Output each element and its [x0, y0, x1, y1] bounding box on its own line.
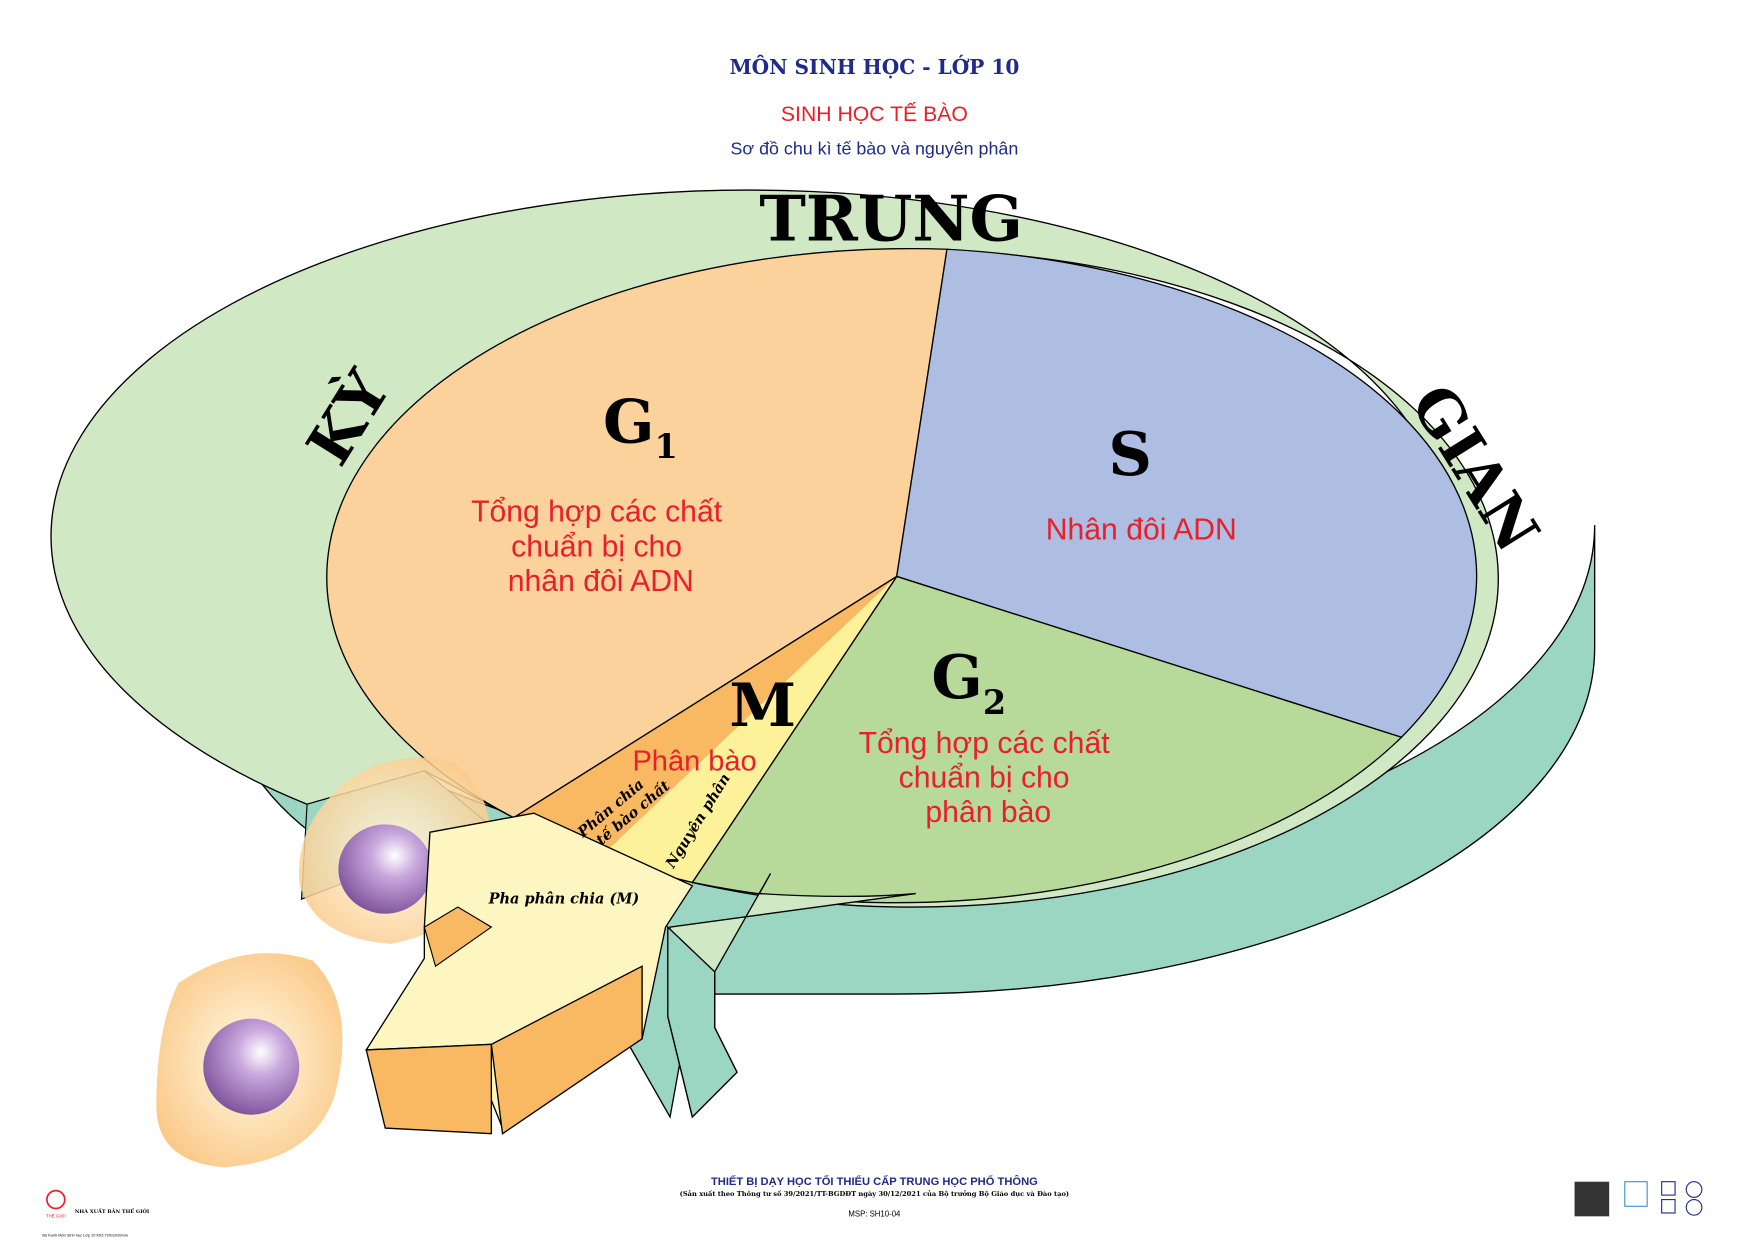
footer-title: THIẾT BỊ DẠY HỌC TỐI THIỂU CẤP TRUNG HỌC… — [711, 1174, 1038, 1188]
svg-text:THẾ GIỚI: THẾ GIỚI — [46, 1212, 66, 1218]
product-code: MSP: SH10-04 — [848, 1209, 901, 1218]
topic-title: SINH HỌC TẾ BÀO — [781, 101, 968, 126]
print-info: Bộ tranh Môn Sinh học Lớp 10 Khổ 720x102… — [42, 1232, 128, 1237]
qr-code — [1574, 1181, 1610, 1217]
certification-logos — [1624, 1181, 1703, 1216]
slice-s — [895, 248, 1478, 739]
publisher-logo: THẾ GIỚI — [46, 1189, 66, 1218]
nucleus — [203, 1018, 300, 1115]
division-arrow — [365, 812, 694, 1135]
g1-label: G1 — [603, 386, 678, 466]
nucleus — [338, 824, 433, 914]
slice-m-cytokinesis — [513, 576, 897, 855]
ring-word-trung: TRUNG — [759, 181, 1023, 255]
slice-g1 — [326, 247, 948, 819]
diagram-subtitle: Sơ đồ chu kì tế bào và nguyên phân — [731, 138, 1019, 158]
g2-label: G2 — [931, 642, 1006, 722]
g1-description: Tổng hợp các chất chuẩn bị cho nhân đôi … — [471, 496, 730, 598]
s-description: Nhân đôi ADN — [1046, 514, 1237, 547]
daughter-cell — [156, 953, 343, 1168]
arrow-label: Pha phân chia (M) — [488, 891, 640, 908]
g2-description: Tổng hợp các chất chuẩn bị cho phân bào — [859, 727, 1118, 829]
s-label: S — [1108, 419, 1152, 490]
m-label: M — [729, 670, 796, 741]
footer-note: (Sản xuất theo Thông tư số 39/2021/TT-BG… — [680, 1189, 1069, 1198]
publisher-name: NHÀ XUẤT BẢN THẾ GIỚI — [75, 1207, 150, 1215]
slice-m-mitosis — [603, 576, 897, 883]
m-description: Phân bào — [632, 746, 756, 778]
subject-title: MÔN SINH HỌC - LỚP 10 — [729, 54, 1019, 79]
